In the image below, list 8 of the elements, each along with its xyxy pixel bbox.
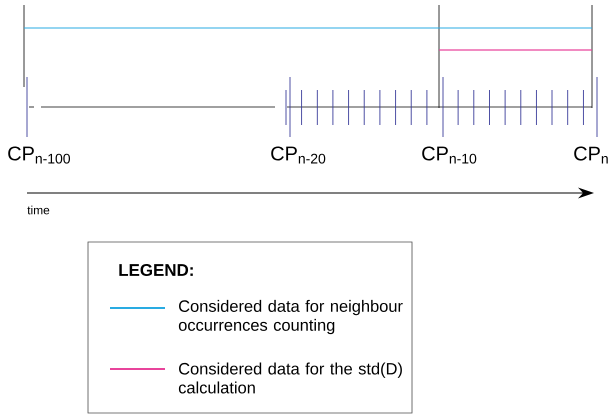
axis-label: time [27,206,50,214]
legend-text: Considered data for the std(D) calculation [178,362,402,394]
legend-text: Considered data for neighbour occurrences counting [178,300,403,334]
cp-label: CP$_{n-10}$ [422,146,476,164]
legend-title: LEGEND: [119,264,193,276]
cp-label: CP$_{n-20}$ [271,146,326,164]
cp-label: CP$_{n-100}$ [8,146,70,164]
cp-label: CP$_{n}$ [574,146,608,164]
